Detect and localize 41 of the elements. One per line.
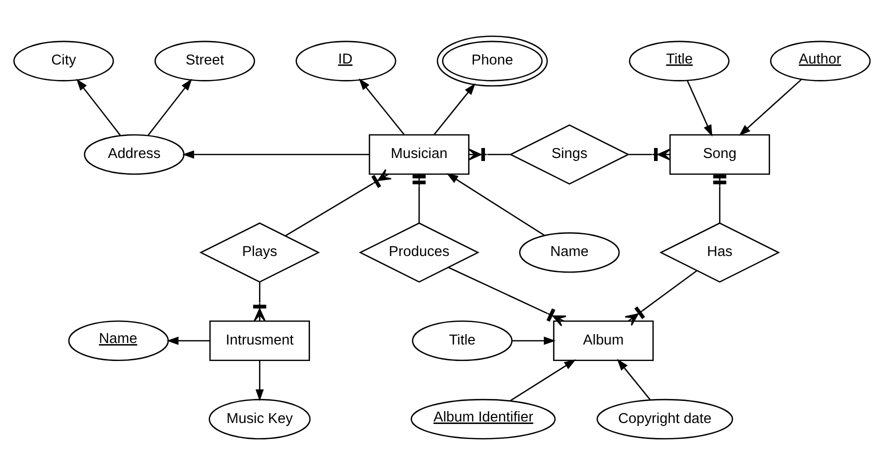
node-ellipse: Name [68,320,169,360]
node-diamond: Sings [509,124,630,184]
connector [285,168,392,236]
node-diamond: Plays [199,222,320,282]
node-ellipse: City [13,40,114,81]
node-ellipse: Album Identifier [410,398,556,439]
arrow [510,358,576,401]
connector [624,270,698,326]
connector [468,147,511,161]
arrow [256,360,264,401]
node-ellipse: Street [154,40,256,81]
node-ellipse: Name [519,232,620,272]
connector [628,147,671,161]
node-ellipse: Phone [436,35,548,86]
node-box: Intrusment [209,320,310,360]
arrow [76,78,121,136]
arrow [434,82,476,135]
node-box: Musician [368,134,470,174]
node-box: Album [553,320,654,360]
connector [713,174,726,223]
node-ellipse: Title [412,320,513,360]
node-ellipse: ID [296,40,396,81]
node-ellipse: Title [628,40,730,81]
arrow [166,336,210,344]
arrow [446,172,545,236]
arrow [617,358,651,400]
node-ellipse: Author [770,40,871,81]
node-diamond: Has [659,222,780,282]
arrow [358,78,405,134]
node-box: Song [669,134,770,174]
arrow [182,150,370,158]
arrow [738,78,802,136]
arrow [512,336,556,344]
connector [448,266,567,326]
arrow [686,80,712,136]
connector [412,174,426,223]
node-ellipse: Music Key [208,398,311,439]
arrow [148,78,192,136]
node-diamond: Produces [358,222,480,282]
node-ellipse: Address [84,134,185,174]
node-ellipse: Copyright date [596,398,734,439]
